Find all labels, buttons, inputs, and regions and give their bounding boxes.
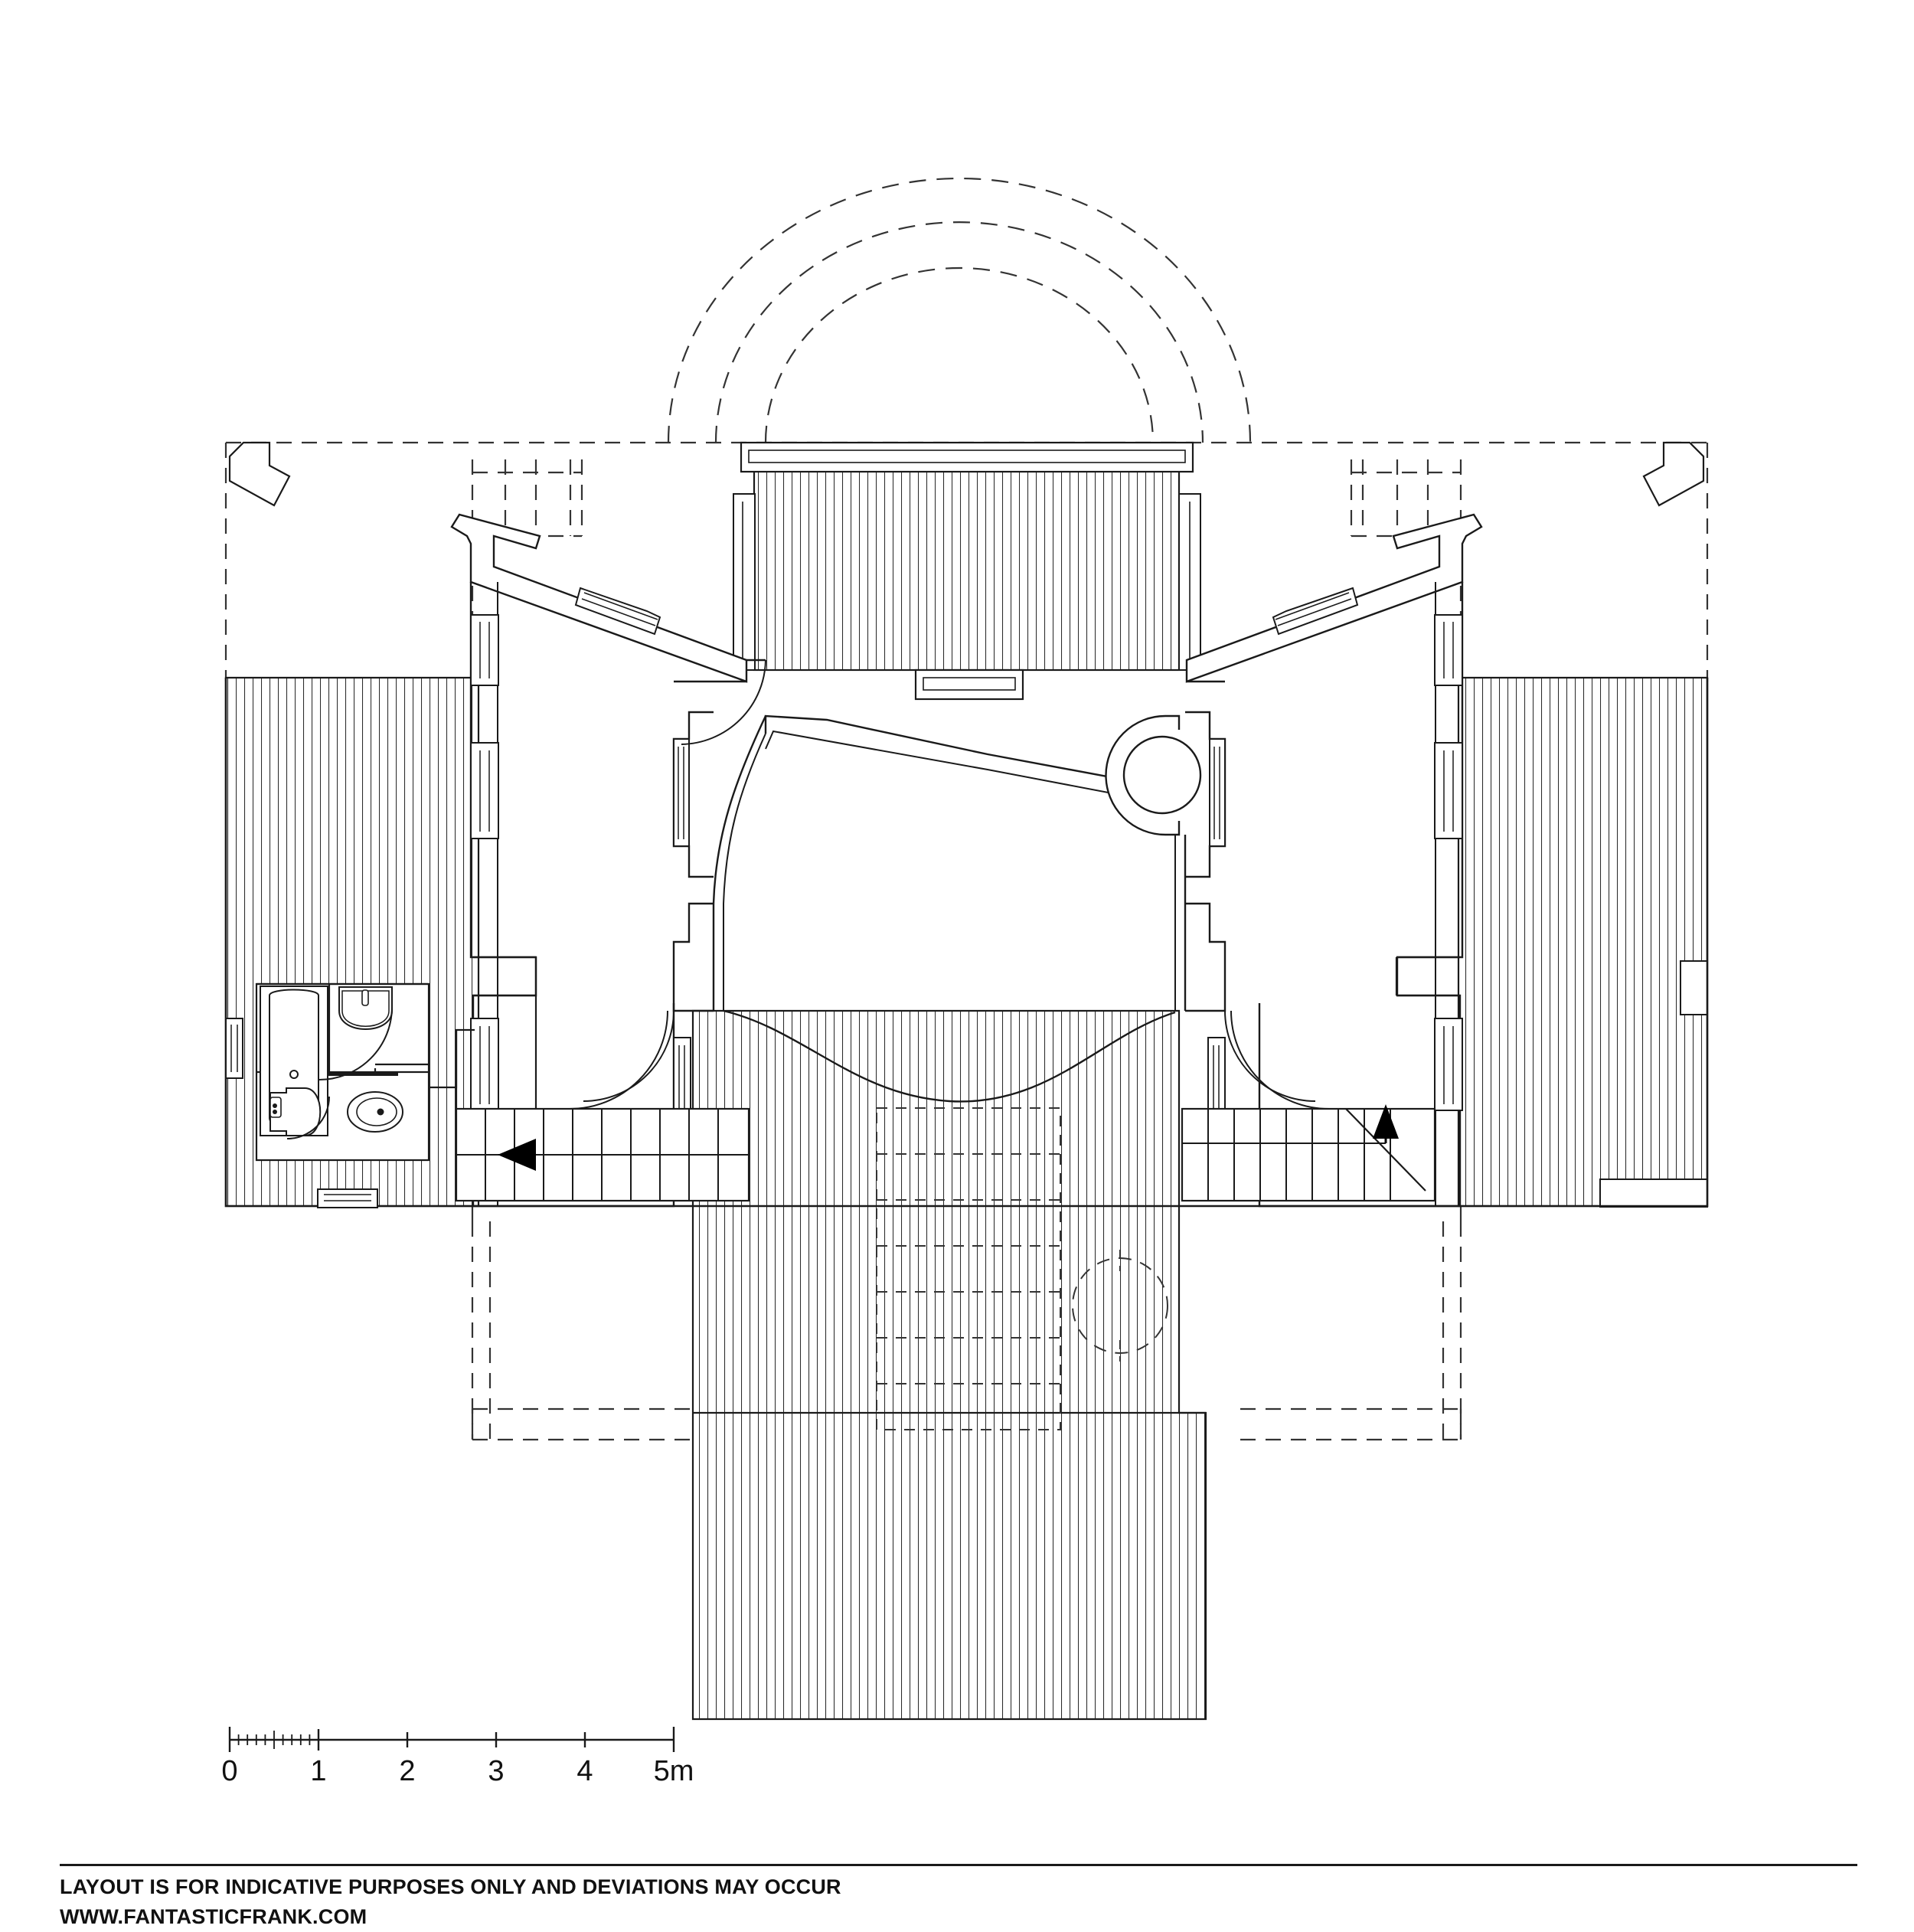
door-swing-east-hall-2 (1230, 1010, 1330, 1110)
north-rail-inner (748, 449, 1186, 463)
living-room-north-wall-inner (765, 730, 1149, 801)
canopy-arcs (667, 177, 1252, 443)
footer-divider (60, 1864, 1857, 1866)
living-room (712, 714, 1187, 1103)
east-stair-hall (1395, 956, 1460, 997)
east-terrace-notch (1680, 960, 1708, 1015)
disclaimer-text: LAYOUT IS FOR INDICATIVE PURPOSES ONLY A… (60, 1875, 841, 1898)
south-terrace-step-grid (876, 1107, 1061, 1430)
bathroom (225, 982, 430, 1208)
east-wall-windows (1434, 614, 1463, 1111)
east-terrace-step (1599, 1178, 1708, 1208)
toilet (269, 1087, 322, 1136)
west-angled-window (574, 587, 661, 636)
north-terrace-decking (754, 458, 1179, 670)
east-window-3 (1434, 1018, 1463, 1111)
north-door-leaf (923, 677, 1016, 691)
east-terrace (1457, 676, 1709, 1208)
living-room-curved-west-outer (712, 715, 767, 904)
living-room-north-wall-outer (764, 714, 1153, 786)
fireplace-body (1122, 735, 1202, 815)
bathroom-south-window (317, 1188, 378, 1208)
north-left-window-jamb (733, 493, 756, 671)
website-text[interactable]: WWW.FANTASTICFRANK.COM (60, 1905, 367, 1929)
east-stair-outline (1181, 1107, 1436, 1202)
east-stair-direction-arrow (1373, 1104, 1399, 1139)
east-staircase (1181, 1104, 1436, 1202)
east-window-2 (1434, 742, 1463, 839)
outer-wall-lower (224, 678, 1709, 1208)
east-terrace-decking (1458, 678, 1707, 1206)
canopy-arc-inner (764, 266, 1155, 443)
washbasin-tap (361, 989, 369, 1006)
scale-bar-minor-ticks (237, 1731, 311, 1749)
door-swing-north-hall (681, 659, 766, 745)
south-terrace-decking (693, 1011, 1206, 1719)
east-angled-window (1272, 587, 1359, 636)
west-stair-hall (429, 956, 537, 1109)
west-staircase (455, 1107, 750, 1202)
door-swing-bathroom (318, 1006, 393, 1080)
living-room-south-curve (723, 1009, 1176, 1103)
footer: LAYOUT IS FOR INDICATIVE PURPOSES ONLY A… (60, 1872, 1859, 1932)
canopy-arc-middle (714, 221, 1204, 443)
living-room-curved-west-inner (723, 733, 766, 904)
west-wall-windows (470, 614, 499, 1111)
west-window-1 (470, 614, 499, 686)
door-swing-west-hall (583, 1010, 674, 1102)
north-terrace (733, 441, 1201, 701)
west-window-2 (470, 742, 499, 839)
corner-marker-northwest (228, 441, 291, 507)
building-envelope (224, 678, 1709, 1208)
bidet-drain (377, 1108, 384, 1116)
door-swing-west-hall-2 (569, 1010, 668, 1110)
door-swing-wc (286, 1096, 330, 1139)
bathtub-drain (289, 1070, 299, 1079)
east-window-1 (1434, 614, 1463, 686)
west-window-3 (470, 1018, 499, 1111)
corner-marker-northeast (1642, 441, 1705, 507)
west-stair-direction-arrow (498, 1139, 536, 1171)
south-terrace (691, 1009, 1207, 1721)
circular-fireplace (1105, 714, 1202, 836)
scale-bar (228, 1727, 675, 1752)
east-stair-cut-line (1345, 1108, 1426, 1192)
corner-markers (228, 441, 1705, 507)
bathroom-west-window (225, 1018, 243, 1079)
door-swing-east-hall (1224, 1010, 1316, 1102)
